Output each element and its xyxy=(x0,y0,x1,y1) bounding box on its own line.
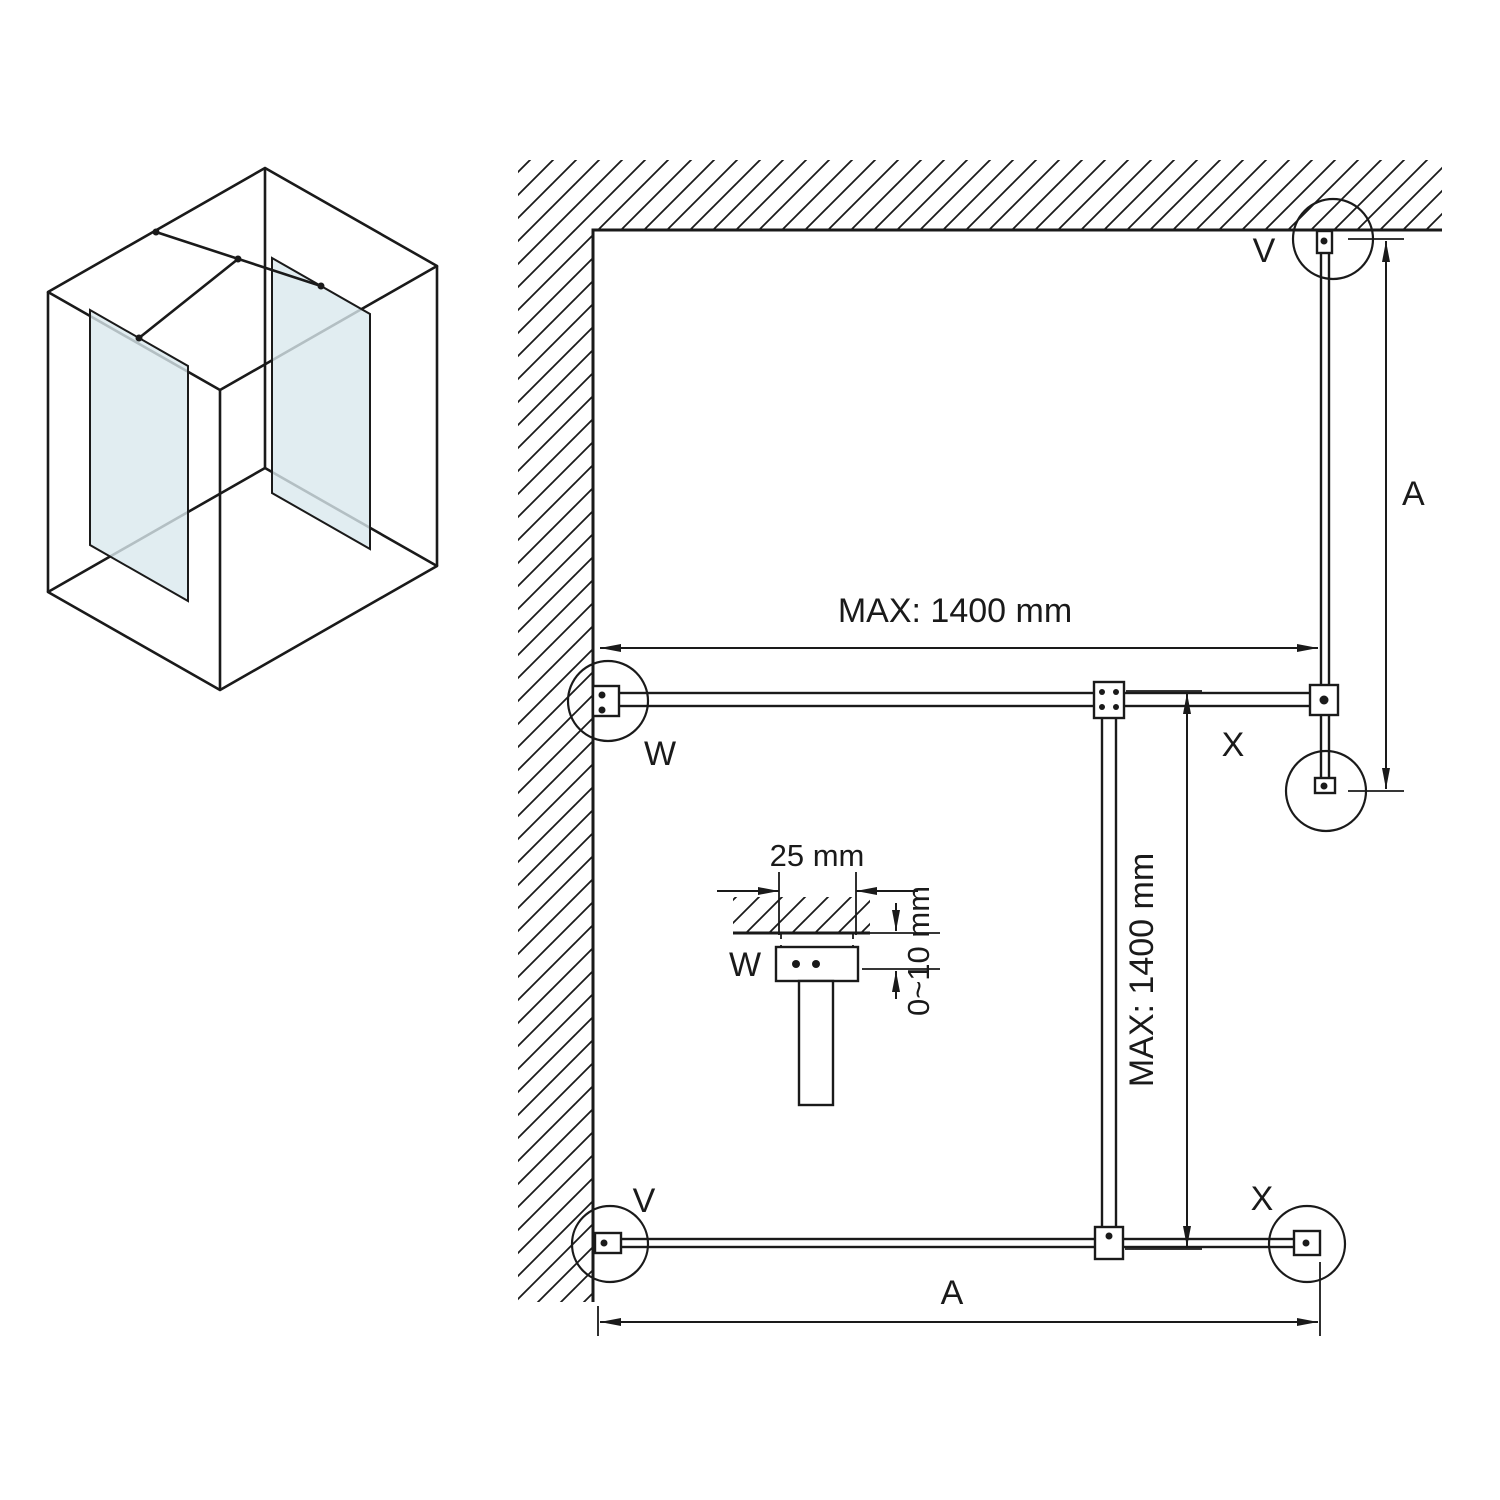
dimension-text-right-a: A xyxy=(1402,475,1425,513)
bracket-screw-dot xyxy=(598,706,606,714)
glass-panel-2-plan xyxy=(1100,691,1118,1247)
inset-wall-hatch xyxy=(733,897,870,933)
bracket-screw-dot xyxy=(1105,1232,1113,1240)
isometric-preview xyxy=(46,166,439,692)
bracket-screw-dot xyxy=(1320,237,1328,245)
bracket-screw-dot xyxy=(1302,1239,1310,1247)
dimensions: MAX: 1400 mm A MAX: 1400 mm A xyxy=(597,238,1425,1336)
detail-circle-v-bottom xyxy=(570,1204,650,1284)
bracket-screw-dot xyxy=(792,960,800,968)
bracket-screw-dot xyxy=(1099,689,1105,695)
bracket-screw-dot xyxy=(1320,782,1328,790)
detail-circles xyxy=(566,197,1375,1284)
dimension-text-bottom-a: A xyxy=(941,1274,964,1312)
bracket-x-bottom xyxy=(1292,1229,1322,1257)
iso-connector-dot xyxy=(234,255,242,263)
detail-label-v-bottom: V xyxy=(633,1182,656,1220)
bracket-screw-dot xyxy=(1319,695,1329,705)
iso-connector-dot xyxy=(317,282,325,290)
inset-glass-edge xyxy=(797,979,835,1107)
bracket-screw-dot xyxy=(1113,689,1119,695)
bracket-panel2-bottom xyxy=(1093,1225,1125,1261)
detail-label-w-inset: W xyxy=(729,946,761,984)
support-bar-bottom-plan xyxy=(618,1237,1312,1249)
bracket-panel2-top xyxy=(1092,680,1126,720)
iso-support-bar xyxy=(138,257,239,340)
iso-connector-dot xyxy=(135,334,143,342)
bracket-screw-dot xyxy=(812,960,820,968)
detail-label-w: W xyxy=(644,735,676,773)
bracket-screw-dot xyxy=(1099,704,1105,710)
iso-glass-panel-left xyxy=(89,308,189,603)
dimension-text-25mm: 25 mm xyxy=(770,838,865,873)
dimension-text-middle-max: MAX: 1400 mm xyxy=(1123,853,1161,1087)
iso-connector-dot xyxy=(152,228,160,236)
detail-circle-w xyxy=(566,659,650,743)
plan-elements xyxy=(591,229,1340,1261)
detail-label-x-bottom: X xyxy=(1251,1180,1274,1218)
glass-panel-1-plan xyxy=(614,691,1318,708)
plan-walls xyxy=(518,160,1442,1302)
wall-inner-edge xyxy=(591,228,1442,1302)
inset-bracket-detail: 25 mm W 0~10 mm xyxy=(717,838,940,1107)
wall-hatch-area xyxy=(518,160,1442,1302)
detail-label-x-mid: X xyxy=(1222,726,1245,764)
dimension-text-gap: 0~10 mm xyxy=(901,886,936,1016)
detail-circle-x-bottom xyxy=(1267,1204,1347,1284)
bracket-screw-dot xyxy=(1113,704,1119,710)
iso-glass-panel-right xyxy=(271,256,371,551)
dimension-text-top-max: MAX: 1400 mm xyxy=(838,592,1072,630)
bracket-w-wall xyxy=(591,684,621,718)
bracket-v-bottom-wall xyxy=(593,1231,623,1255)
bracket-screw-dot xyxy=(600,1239,608,1247)
detail-label-v-top: V xyxy=(1253,232,1276,270)
detail-labels: V W X V X xyxy=(633,232,1276,1220)
bracket-screw-dot xyxy=(598,691,606,699)
